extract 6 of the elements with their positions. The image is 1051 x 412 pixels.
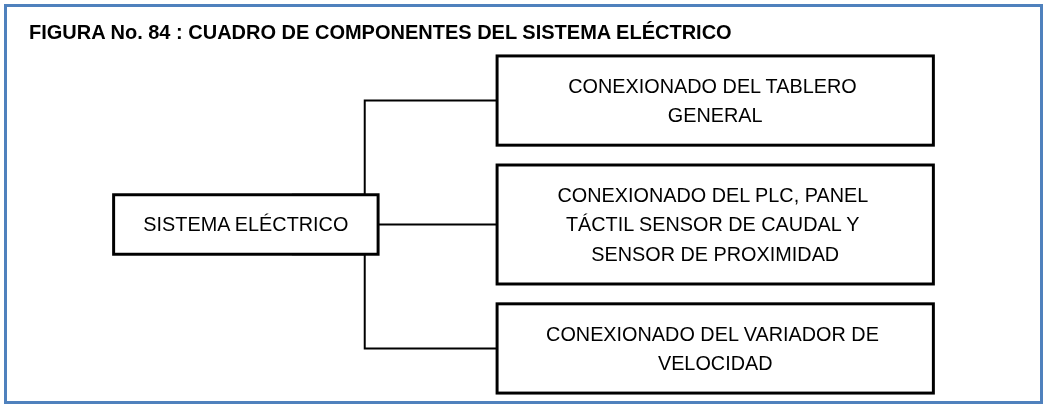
node-box xyxy=(495,54,935,147)
figure-title: FIGURA No. 84 : CUADRO DE COMPONENTES DEL SISTEMA ELÉCTRICO xyxy=(28,20,733,45)
node-box xyxy=(495,163,935,286)
node-box xyxy=(112,193,380,256)
node-box xyxy=(495,302,935,395)
figure-frame: FIGURA No. 84 : CUADRO DE COMPONENTES DEL SISTEMA ELÉCTRICO SISTEMA ELÉCTRICO CONEXIONADO DEL TABLERO GENERAL CONEXIONADO DEL PLC, PANEL TÁCTIL SENSOR DE CAUDAL Y SENSOR DE PROXIMIDAD CONEXIONADO DEL VARIADOR DE VELOCIDAD xyxy=(4,4,1043,404)
